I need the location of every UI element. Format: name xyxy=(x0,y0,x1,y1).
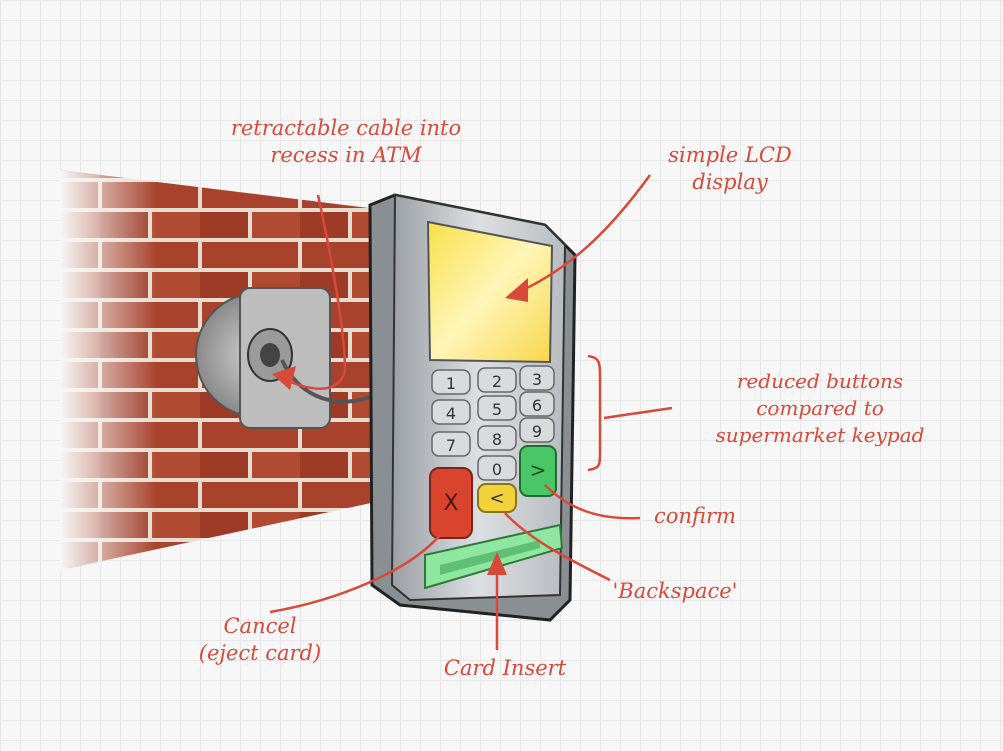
key-label: 1 xyxy=(446,374,456,393)
key-label: 3 xyxy=(532,370,542,389)
key-8[interactable]: 8 xyxy=(477,425,517,451)
lcd-display xyxy=(426,220,554,364)
annotation-cable: retractable cable into recess in ATM xyxy=(196,115,496,169)
key-1[interactable]: 1 xyxy=(431,369,471,395)
confirm-key-label: > xyxy=(530,458,547,482)
key-label: 6 xyxy=(532,396,542,415)
key-9[interactable]: 9 xyxy=(519,417,555,443)
annotation-confirm: confirm xyxy=(645,503,745,530)
backspace-key[interactable]: < xyxy=(477,483,517,513)
cable-arrow xyxy=(281,194,347,390)
key-7[interactable]: 7 xyxy=(431,431,471,457)
annotation-display: simple LCD display xyxy=(645,142,815,196)
backspace-key-label: < xyxy=(489,488,504,509)
key-label: 5 xyxy=(492,400,502,419)
key-0[interactable]: 0 xyxy=(477,455,517,481)
annotation-line: reduced buttons xyxy=(736,369,904,393)
annotation-backspace: 'Backspace' xyxy=(610,578,740,605)
buttons-leader xyxy=(603,406,673,420)
annotation-line: (eject card) xyxy=(198,641,322,665)
key-5[interactable]: 5 xyxy=(477,395,517,421)
cancel-key-label: X xyxy=(443,491,458,516)
key-2[interactable]: 2 xyxy=(477,367,517,393)
display-arrow xyxy=(511,174,652,297)
key-label: 4 xyxy=(446,404,456,423)
annotation-cancel: Cancel (eject card) xyxy=(160,613,360,667)
cancel-leader xyxy=(269,534,441,614)
keypad-bracket xyxy=(587,354,602,472)
annotation-line: compared to xyxy=(756,396,884,420)
annotation-line: Card Insert xyxy=(443,656,567,680)
annotation-line: supermarket keypad xyxy=(715,423,925,447)
key-label: 8 xyxy=(492,430,502,449)
annotation-line: 'Backspace' xyxy=(612,579,738,603)
annotation-line: confirm xyxy=(654,504,736,528)
key-label: 0 xyxy=(492,460,502,479)
key-label: 9 xyxy=(532,422,542,441)
annotation-line: simple LCD xyxy=(668,143,792,167)
annotation-line: Cancel xyxy=(223,614,297,638)
key-label: 7 xyxy=(446,436,456,455)
cable-mount xyxy=(195,287,376,429)
annotation-line: retractable cable into xyxy=(230,116,462,140)
key-3[interactable]: 3 xyxy=(519,365,555,391)
display-arrowhead xyxy=(505,278,528,302)
annotation-line: recess in ATM xyxy=(270,143,422,167)
annotation-arrows xyxy=(269,174,673,650)
card-insert-arrowhead xyxy=(487,552,507,575)
backspace-leader xyxy=(504,512,611,582)
annotation-card-insert: Card Insert xyxy=(430,655,580,682)
key-label: 2 xyxy=(492,372,502,391)
key-6[interactable]: 6 xyxy=(519,391,555,417)
key-4[interactable]: 4 xyxy=(431,399,471,425)
confirm-key[interactable]: > xyxy=(519,445,557,497)
annotation-buttons: reduced buttons compared to supermarket … xyxy=(660,368,980,449)
cancel-key[interactable]: X xyxy=(429,467,473,539)
annotation-line: display xyxy=(692,170,768,194)
keypad: 1 2 3 4 5 6 7 8 xyxy=(429,365,557,539)
cable-arrowhead xyxy=(272,366,296,390)
confirm-leader xyxy=(544,484,641,520)
